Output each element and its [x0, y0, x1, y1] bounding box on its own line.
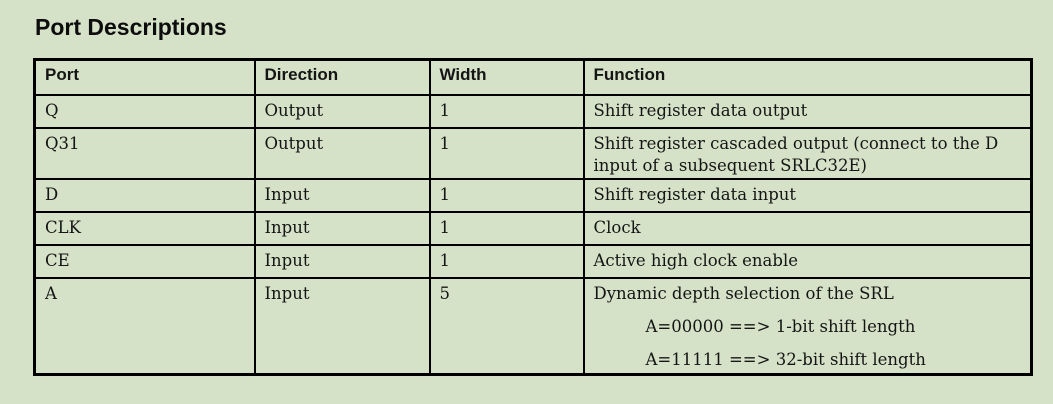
- cell-direction: Input: [253, 276, 431, 376]
- cell-function: Clock: [582, 210, 1033, 246]
- column-header-width: Width: [428, 58, 585, 96]
- cell-function: Shift register data output: [582, 93, 1033, 129]
- column-header-function: Function: [582, 58, 1033, 96]
- cell-function: Active high clock enable: [582, 243, 1033, 279]
- function-line-sub: A=11111 ==> 32-bit shift length: [645, 349, 926, 369]
- cell-port: A: [33, 276, 256, 376]
- cell-width: 1: [428, 243, 585, 279]
- port-descriptions-table: Port Direction Width Function Q Output 1…: [33, 58, 1033, 376]
- cell-direction: Input: [253, 210, 431, 246]
- cell-port: CE: [33, 243, 256, 279]
- cell-direction: Input: [253, 177, 431, 213]
- table-row: A Input 5 Dynamic depth selection of the…: [33, 276, 1033, 376]
- table-row: CE Input 1 Active high clock enable: [33, 243, 1033, 279]
- cell-width: 1: [428, 126, 585, 180]
- cell-port: CLK: [33, 210, 256, 246]
- cell-direction: Output: [253, 126, 431, 180]
- cell-width: 1: [428, 93, 585, 129]
- cell-width: 5: [428, 276, 585, 376]
- function-line-sub: A=00000 ==> 1-bit shift length: [645, 316, 916, 336]
- page-title: Port Descriptions: [35, 14, 227, 40]
- cell-width: 1: [428, 177, 585, 213]
- cell-direction: Output: [253, 93, 431, 129]
- port-descriptions-section: Port Direction Width Function Q Output 1…: [33, 58, 1033, 376]
- table-header-row: Port Direction Width Function: [33, 58, 1033, 96]
- cell-width: 1: [428, 210, 585, 246]
- column-header-direction: Direction: [253, 58, 431, 96]
- column-header-port: Port: [33, 58, 256, 96]
- cell-port: D: [33, 177, 256, 213]
- table-row: Q Output 1 Shift register data output: [33, 93, 1033, 129]
- table-row: CLK Input 1 Clock: [33, 210, 1033, 246]
- cell-function: Shift register data input: [582, 177, 1033, 213]
- function-line-main: Dynamic depth selection of the SRL: [593, 283, 894, 303]
- cell-function: Dynamic depth selection of the SRL A=000…: [582, 276, 1033, 376]
- cell-port: Q31: [33, 126, 256, 180]
- table-row: D Input 1 Shift register data input: [33, 177, 1033, 213]
- cell-function: Shift register cascaded output (connect …: [582, 126, 1033, 180]
- cell-direction: Input: [253, 243, 431, 279]
- table-row: Q31 Output 1 Shift register cascaded out…: [33, 126, 1033, 180]
- cell-port: Q: [33, 93, 256, 129]
